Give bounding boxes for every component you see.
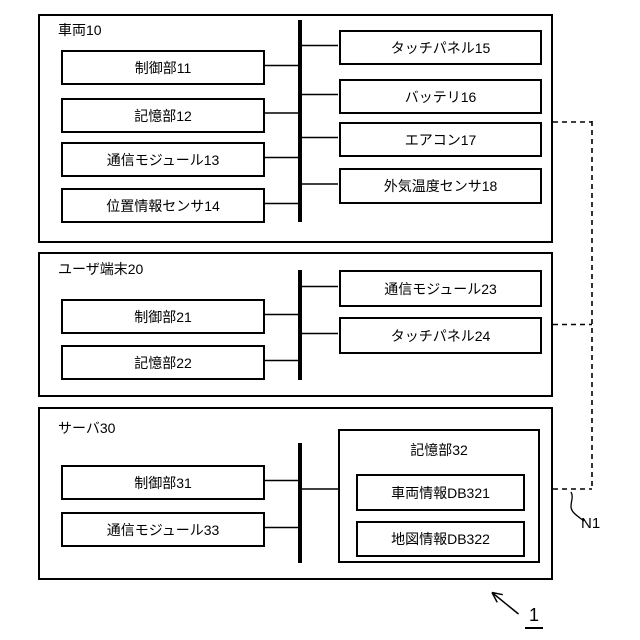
group-user-terminal-20: ユーザ端末20 制御部21 記憶部22 通信モジュール23 タッチパネル24 <box>38 252 553 397</box>
block-storage-unit-22: 記憶部22 <box>61 345 265 380</box>
figure-arrow-barb-upper <box>491 591 503 596</box>
figure-number-label: 1 <box>525 605 544 629</box>
group-vehicle-10: 車両10 制御部11 記憶部12 通信モジュール13 位置情報センサ14 タッチ… <box>38 14 553 243</box>
network-dashed-lines <box>553 121 593 490</box>
block-position-sensor-14: 位置情報センサ14 <box>61 188 265 223</box>
block-label: 記憶部22 <box>134 354 192 371</box>
group-title-server: サーバ30 <box>58 420 116 436</box>
block-label: タッチパネル15 <box>390 39 491 56</box>
block-label: タッチパネル24 <box>390 327 491 344</box>
block-label: バッテリ16 <box>404 88 477 105</box>
block-communication-module-23: 通信モジュール23 <box>339 270 542 307</box>
block-outside-temp-sensor-18: 外気温度センサ18 <box>339 168 542 204</box>
block-air-conditioner-17: エアコン17 <box>339 122 542 157</box>
block-storage-unit-32: 記憶部32 車両情報DB321 地図情報DB322 <box>338 429 540 563</box>
block-label: 制御部21 <box>134 308 192 325</box>
block-vehicle-info-db321: 車両情報DB321 <box>356 474 525 511</box>
connector-stubs <box>262 44 338 529</box>
block-label: 制御部11 <box>134 59 192 76</box>
network-label: N1 <box>581 515 601 532</box>
block-storage-unit-12: 記憶部12 <box>61 98 265 133</box>
block-label: 地図情報DB322 <box>391 531 490 547</box>
block-touch-panel-24: タッチパネル24 <box>339 317 542 354</box>
block-control-unit-21: 制御部21 <box>61 299 265 334</box>
block-label: 記憶部12 <box>134 107 192 124</box>
block-label: 通信モジュール13 <box>106 151 220 168</box>
group-server-30: サーバ30 制御部31 通信モジュール33 記憶部32 車両情報DB321 地図… <box>38 407 553 580</box>
block-label: 車両情報DB321 <box>391 484 490 501</box>
group-title-vehicle: 車両10 <box>58 22 102 38</box>
block-control-unit-31: 制御部31 <box>61 465 265 500</box>
block-label: エアコン17 <box>404 131 477 148</box>
block-label: 通信モジュール33 <box>106 521 220 538</box>
block-label: 通信モジュール23 <box>384 280 497 297</box>
figure-number-arrow <box>491 591 519 615</box>
figure-arrow-shaft <box>491 591 519 615</box>
block-communication-module-13: 通信モジュール13 <box>61 142 265 177</box>
storage-unit-32-title: 記憶部32 <box>410 442 468 458</box>
block-control-unit-11: 制御部11 <box>61 50 265 85</box>
block-map-info-db322: 地図情報DB322 <box>356 521 525 557</box>
figure-arrow-barb-lower <box>491 592 498 603</box>
block-label: 外気温度センサ18 <box>383 178 498 194</box>
block-touch-panel-15: タッチパネル15 <box>339 30 542 65</box>
block-battery-16: バッテリ16 <box>339 79 542 114</box>
block-label: 制御部31 <box>134 474 192 491</box>
network-label-leader-line <box>570 491 585 522</box>
block-label: 位置情報センサ14 <box>106 197 220 214</box>
block-communication-module-33: 通信モジュール33 <box>61 512 265 547</box>
group-title-user-terminal: ユーザ端末20 <box>58 261 144 277</box>
